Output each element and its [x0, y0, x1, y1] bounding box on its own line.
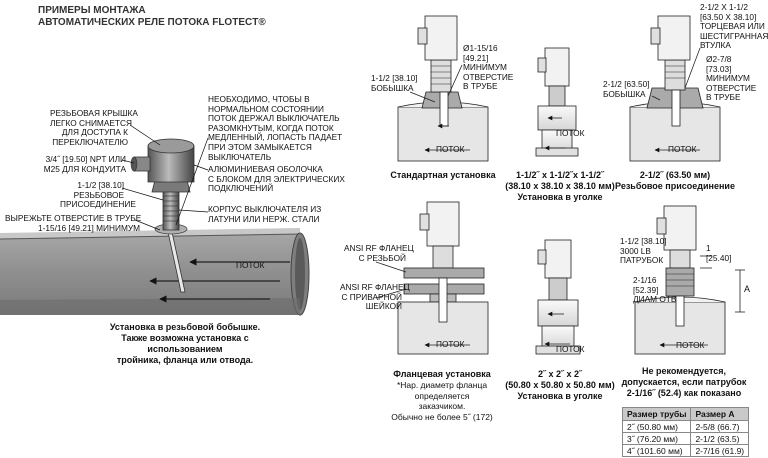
d3-flow-label: ПОТОК [668, 144, 697, 154]
d6-dim1-label: 1 [25.40] [706, 243, 732, 263]
main-caption: Установка в резьбовой бобышке. Также воз… [109, 322, 261, 365]
d4-threaded-flange-label: ANSI RF ФЛАНЕЦ С РЕЗЬБОЙ [344, 243, 414, 263]
d1-caption: Стандартная установка [390, 170, 496, 180]
table-row: 3˝ (76.20 мм) 2-1/2 (63.5) [621, 432, 750, 445]
housing-label: АЛЮМИНИЕВАЯ ОБОЛОЧКА С БЛОКОМ ДЛЯ ЭЛЕКТР… [208, 164, 345, 194]
note-label: НЕОБХОДИМО, ЧТОБЫ В НОРМАЛЬНОМ СОСТОЯНИИ… [208, 94, 343, 162]
diagram-flange [375, 201, 489, 355]
d1-boss-label: 1-1/2 [38.10] БОБЫШКА [371, 73, 418, 93]
title-line-1: ПРИМЕРЫ МОНТАЖА [38, 5, 146, 16]
d3-boss-label: 2-1/2 [63.50] БОБЫШКА [603, 79, 650, 99]
cut-label: ВЫРЕЖЬТЕ ОТВЕРСТИЕ В ТРУБЕ 1-15/16 [49.2… [5, 213, 142, 233]
thread-label: 1-1/2 [38.10] РЕЗЬБОВОЕ ПРИСОЕДИНЕНИЕ [60, 180, 136, 210]
d6-dim-a: A [744, 284, 751, 294]
size-table-header: Размер А [690, 407, 750, 421]
d6-flow-label: ПОТОК [676, 340, 705, 350]
d1-hole-label: Ø1-15/16 [49.21] МИНИМУМ ОТВЕРСТИЕ В ТРУ… [463, 43, 514, 92]
main-illustration [0, 124, 310, 316]
d6-hole-label: 2-1/16 [52.39] ДИАМ ОТВ [633, 275, 677, 305]
cover-label: РЕЗЬБОВАЯ КРЫШКА ЛЕГКО СНИМАЕТСЯ ДЛЯ ДОС… [50, 108, 138, 147]
d3-hole-label: Ø2-7/8 [73.03] МИНИМУМ ОТВЕРСТИЕ В ТРУБЕ [706, 54, 757, 103]
d6-coupling-label: 1-1/2 [38.10] 3000 LB ПАТРУБОК [620, 236, 667, 266]
d2-caption: 1-1/2˝ x 1-1/2˝x 1-1/2˝ (38.10 x 38.10 x… [505, 170, 615, 202]
table-row: 4˝ (101.60 мм) 2-7/16 (61.9) [621, 444, 750, 457]
d4-caption: Фланцевая установка [393, 369, 491, 379]
diagram-standard [397, 15, 489, 162]
d6-caption: Не рекомендуется, допускается, если патр… [621, 366, 747, 398]
main-pipe [0, 234, 300, 315]
d5-caption: 2˝ x 2˝ x 2˝ (50.80 x 50.80 x 50.80 мм) … [505, 369, 615, 401]
d4-flow-label: ПОТОК [436, 339, 465, 349]
body-label: КОРПУС ВЫКЛЮЧАТЕЛЯ ИЗ ЛАТУНИ ИЛИ НЕРЖ. С… [208, 204, 322, 224]
d1-flow-label: ПОТОК [436, 144, 465, 154]
d4-welded-flange-label: ANSI RF ФЛАНЕЦ С ПРИВАРНОЙ ШЕЙКОЙ [340, 282, 410, 312]
conduit-label: 3/4˝ [19.50] NPT ИЛИ M25 ДЛЯ КОНДУИТА [43, 154, 126, 174]
d4-caption-note: *Нар. диаметр фланца определяется заказч… [391, 380, 493, 422]
diagram-corner-50 [535, 239, 581, 355]
d5-flow-label: ПОТОК [556, 344, 585, 354]
main-flow-label: ПОТОК [236, 260, 265, 270]
d2-flow-label: ПОТОК [556, 128, 585, 138]
diagram-threaded-63 [629, 15, 721, 162]
d3-caption: 2-1/2˝ (63.50 мм) Резьбовое присоединени… [615, 170, 735, 191]
table-row: 2˝ (50.80 мм) 2-5/8 (66.7) [621, 420, 750, 433]
diagram-corner-38 [535, 47, 579, 157]
title-line-2: АВТОМАТИЧЕСКИХ РЕЛЕ ПОТОКА FLOTECT® [38, 17, 266, 28]
size-table-header: Размер трубы [621, 407, 692, 421]
diagram-coupling [634, 205, 745, 355]
page-title: ПРИМЕРЫ МОНТАЖА АВТОМАТИЧЕСКИХ РЕЛЕ ПОТО… [38, 5, 266, 29]
size-table: Размер трубы Размер А 2˝ (50.80 мм) 2-5/… [621, 407, 750, 457]
d3-bushing-label: 2-1/2 X 1-1/2 [63.50 X 38.10] ТОРЦЕВАЯ И… [700, 2, 768, 51]
